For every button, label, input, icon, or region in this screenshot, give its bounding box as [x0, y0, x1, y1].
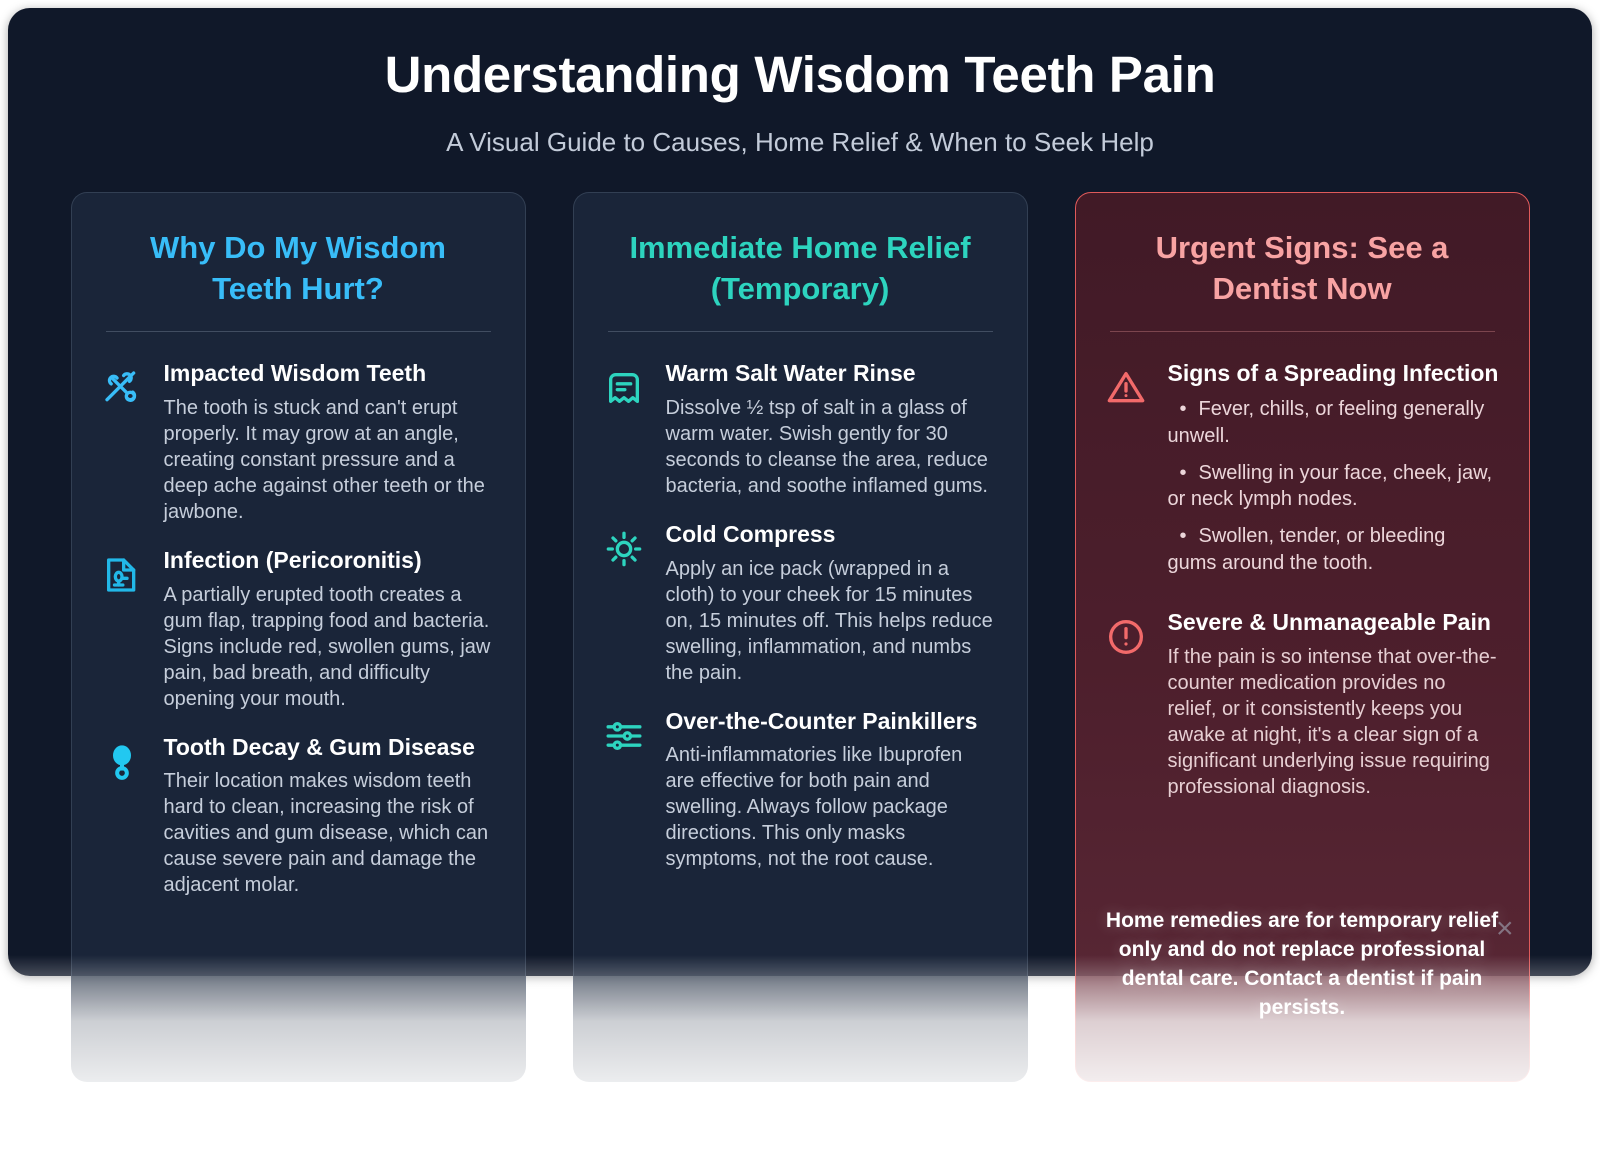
card-title-causes: Why Do My Wisdom Teeth Hurt?	[150, 230, 446, 307]
divider	[1109, 331, 1495, 333]
list-item-desc: Dissolve ½ tsp of salt in a glass of war…	[665, 397, 988, 498]
tooth-icon	[102, 730, 148, 899]
bullet-item: Swelling in your face, cheek, jaw, or ne…	[1168, 460, 1499, 514]
bullet-item: Fever, chills, or feeling generally unwe…	[1168, 396, 1499, 450]
list-item-desc: The tooth is stuck and can't erupt prope…	[163, 397, 485, 524]
card-causes[interactable]: Why Do My Wisdom Teeth Hurt?	[70, 192, 526, 1082]
list-item-title: Tooth Decay & Gum Disease	[163, 733, 475, 760]
list-item-title: Impacted Wisdom Teeth	[163, 360, 427, 387]
list-item-title: Infection (Pericoronitis)	[163, 547, 422, 574]
list-item-desc: If the pain is so intense that over-the-…	[1167, 645, 1497, 798]
bullet-list: Fever, chills, or feeling generally unwe…	[1168, 396, 1499, 577]
bullet-item: Swollen, tender, or bleeding gums around…	[1168, 523, 1499, 577]
list-item[interactable]: Tooth Decay & Gum Disease Their location…	[102, 730, 495, 899]
header: Understanding Wisdom Teeth Pain A Visual…	[8, 8, 1592, 158]
list-item-title: Warm Salt Water Rinse	[665, 360, 916, 387]
alert-triangle-icon	[1106, 356, 1152, 586]
list-item-desc: A partially erupted tooth creates a gum …	[163, 583, 491, 710]
card-urgent[interactable]: Urgent Signs: See a Dentist Now Signs of…	[1074, 192, 1530, 1082]
divider	[105, 331, 491, 333]
list-item-title: Over-the-Counter Painkillers	[665, 707, 978, 734]
list-item-desc: Anti-inflammatories like Ibuprofen are e…	[665, 744, 963, 871]
close-icon[interactable]: ×	[1496, 912, 1514, 945]
list-item-title: Severe & Unmanageable Pain	[1167, 608, 1491, 635]
list-item[interactable]: Impacted Wisdom Teeth The tooth is stuck…	[102, 356, 495, 525]
divider	[607, 331, 993, 333]
list-item-desc: Apply an ice pack (wrapped in a cloth) t…	[665, 557, 993, 684]
receipt-icon	[604, 356, 650, 499]
card-title-relief: Immediate Home Relief (Temporary)	[629, 230, 971, 307]
list-item[interactable]: Over-the-Counter Painkillers Anti-inflam…	[604, 704, 997, 873]
item-list-causes: Impacted Wisdom Teeth The tooth is stuck…	[102, 332, 495, 898]
sliders-icon	[604, 704, 650, 873]
list-item[interactable]: Signs of a Spreading Infection Fever, ch…	[1106, 356, 1499, 586]
item-list-urgent: Signs of a Spreading Infection Fever, ch…	[1106, 332, 1499, 799]
disclaimer-note: Home remedies are for temporary relief o…	[1105, 909, 1499, 1019]
item-list-relief: Warm Salt Water Rinse Dissolve ½ tsp of …	[604, 332, 997, 872]
list-item-title: Signs of a Spreading Infection	[1167, 360, 1499, 387]
alert-circle-icon	[1106, 605, 1152, 800]
broken-bone-icon	[102, 356, 148, 525]
list-item-desc: Their location makes wisdom teeth hard t…	[163, 770, 489, 897]
list-item[interactable]: Infection (Pericoronitis) A partially er…	[102, 543, 495, 712]
page-subtitle: A Visual Guide to Causes, Home Relief & …	[446, 127, 1154, 158]
sun-icon	[604, 517, 650, 686]
file-microscope-icon	[102, 543, 148, 712]
list-item-title: Cold Compress	[665, 521, 836, 548]
card-title-urgent: Urgent Signs: See a Dentist Now	[1155, 230, 1449, 307]
list-item[interactable]: Cold Compress Apply an ice pack (wrapped…	[604, 517, 997, 686]
list-item[interactable]: Severe & Unmanageable Pain If the pain i…	[1106, 605, 1499, 800]
page-title: Understanding Wisdom Teeth Pain	[384, 46, 1216, 103]
list-item[interactable]: Warm Salt Water Rinse Dissolve ½ tsp of …	[604, 356, 997, 499]
card-relief[interactable]: Immediate Home Relief (Temporary) Warm S…	[572, 192, 1028, 1082]
